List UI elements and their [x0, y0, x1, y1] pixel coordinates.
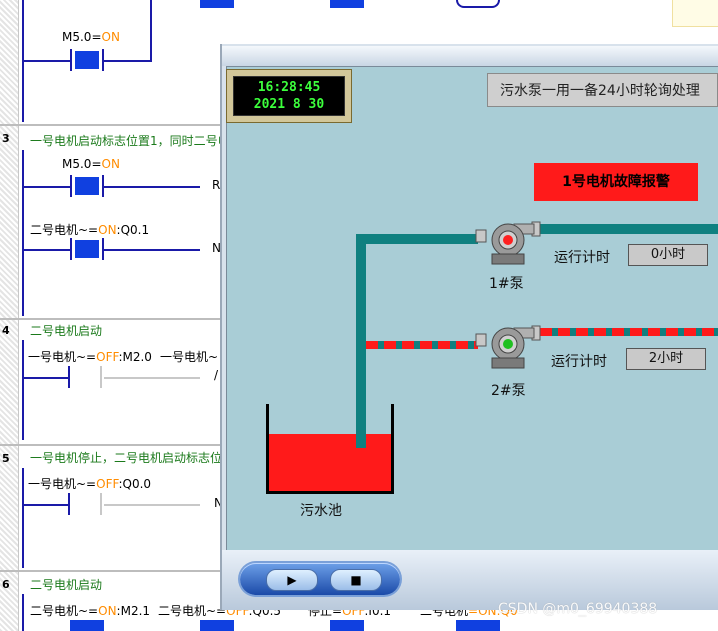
- coil-label: R: [212, 178, 221, 192]
- pump1-outlet-pipe: [538, 224, 718, 234]
- pump1-icon[interactable]: [470, 218, 544, 268]
- contact-fragment: [200, 0, 234, 8]
- contact-q0-1[interactable]: [70, 238, 104, 260]
- suction-pipe: [356, 404, 366, 448]
- hmi-title: 污水泵一用一备24小时轮询处理: [487, 73, 718, 107]
- contact-m2-0[interactable]: [68, 366, 102, 388]
- network-comment: 二号电机启动: [30, 578, 103, 592]
- contact-m2-1[interactable]: [70, 620, 104, 631]
- stop-button[interactable]: ■: [330, 569, 382, 591]
- pump2-runtime-value: 2小时: [626, 348, 706, 370]
- wire: [24, 249, 70, 251]
- network-number: 5: [2, 452, 10, 465]
- riser-pipe: [356, 234, 366, 448]
- fault-alarm-indicator: 1号电机故障报警: [534, 163, 698, 201]
- editor-gutter: [0, 0, 19, 631]
- pump1-status-light: [503, 235, 513, 245]
- contact-q0-0[interactable]: [68, 493, 102, 515]
- contact-label: M5.0=ON: [62, 157, 120, 171]
- wire: [104, 60, 152, 62]
- wire: [104, 249, 200, 251]
- clock-date: 2021 8 30: [253, 97, 325, 112]
- contact-label: 一号电机~=OFF:Q0.0: [28, 477, 152, 491]
- pump2-outlet-pipe: [540, 328, 718, 336]
- contact-q0-5[interactable]: [200, 620, 234, 631]
- wire: [104, 186, 200, 188]
- power-rail: [22, 594, 24, 631]
- contact-label: 二号电机~=ON:M2.1: [30, 604, 151, 618]
- digital-clock: 16:28:45 2021 8 30: [226, 69, 352, 123]
- power-rail: [22, 340, 24, 440]
- play-button[interactable]: ▶: [266, 569, 318, 591]
- hmi-window-frame: [222, 46, 718, 66]
- wire: [104, 504, 200, 506]
- contact-m5-0[interactable]: [70, 49, 104, 71]
- wire: [104, 377, 200, 379]
- clock-time: 16:28:45: [257, 80, 321, 95]
- contact-label: M5.0=ON: [62, 30, 120, 44]
- tank-label: 污水池: [300, 503, 342, 519]
- wire: [24, 186, 70, 188]
- contact-m5-0-n3[interactable]: [70, 175, 104, 197]
- sewage-tank: [266, 404, 394, 494]
- pump1-runtime-value: 0小时: [628, 244, 708, 266]
- wire: [24, 504, 70, 506]
- coil-fragment: [456, 0, 500, 8]
- network-number: 4: [2, 324, 10, 337]
- pump2-inlet-pipe: [366, 341, 478, 349]
- contact-label: 一号电机~=OFF:M2.0: [28, 350, 152, 364]
- contact-q0[interactable]: [456, 620, 500, 631]
- wire: [24, 377, 70, 379]
- contact-fragment: [330, 0, 364, 8]
- wire: [24, 60, 70, 62]
- coil-label: N: [212, 241, 221, 255]
- pump2-runtime-label: 运行计时: [551, 354, 607, 370]
- pump1-inlet-pipe: [356, 234, 478, 244]
- watermark: CSDN @m0_69940388: [498, 601, 658, 617]
- coil-label: N: [214, 496, 223, 510]
- branch-wire: [150, 0, 152, 62]
- network-number: 3: [2, 132, 10, 145]
- contact-i0-1[interactable]: [330, 620, 364, 631]
- power-rail: [22, 468, 24, 568]
- coil-label: /: [214, 368, 219, 382]
- pump1-label: 1#泵: [489, 276, 524, 292]
- contact-label: 一号电机~: [160, 350, 219, 364]
- power-rail: [22, 0, 24, 122]
- pump2-label: 2#泵: [491, 383, 526, 399]
- pump2-icon[interactable]: [470, 322, 544, 372]
- network-comment: 二号电机启动: [30, 324, 103, 338]
- network-number: 6: [2, 578, 10, 591]
- network-comment: 一号电机启动标志位置1，同时二号电: [30, 134, 230, 148]
- network-comment: 一号电机停止，二号电机启动标志位: [30, 451, 223, 465]
- tank-water-level: [269, 434, 391, 491]
- pump2-status-light: [503, 339, 513, 349]
- pump1-runtime-label: 运行计时: [554, 250, 610, 266]
- editor-corner-panel: [672, 0, 718, 27]
- power-rail: [22, 150, 24, 316]
- contact-label: 二号电机~=ON:Q0.1: [30, 223, 150, 237]
